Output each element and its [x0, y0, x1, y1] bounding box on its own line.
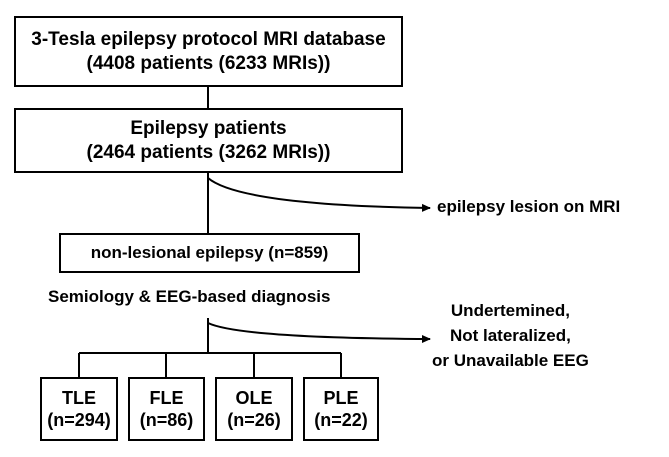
group-box-tle: TLE (n=294)	[40, 377, 118, 441]
group-box-ple: PLE (n=22)	[303, 377, 379, 441]
group-ole-count: (n=26)	[227, 410, 281, 430]
group-tle-name: TLE	[62, 387, 96, 408]
arrow-undetermined-exit	[207, 322, 431, 343]
epilepsy-patients-box: Epilepsy patients (2464 patients (3262 M…	[14, 108, 403, 173]
group-ole-name: OLE	[235, 387, 273, 408]
group-ple-count: (n=22)	[314, 410, 368, 430]
group-box-ole: OLE (n=26)	[215, 377, 293, 441]
nonlesional-label: non-lesional epilepsy (n=859)	[90, 243, 329, 263]
group-fle-count: (n=86)	[139, 410, 194, 430]
epilepsy-patients-count: (2464 patients (3262 MRIs))	[86, 141, 331, 163]
nonlesional-box: non-lesional epilepsy (n=859)	[59, 233, 360, 273]
undetermined-line3: or Unavailable EEG	[432, 351, 589, 370]
lesion-exit-label: epilepsy lesion on MRI	[437, 197, 621, 216]
database-box: 3-Tesla epilepsy protocol MRI database (…	[14, 16, 403, 87]
undetermined-exit-label: Undertemined, Not lateralized, or Unavai…	[432, 298, 589, 373]
group-box-fle: FLE (n=86)	[128, 377, 205, 441]
database-title: 3-Tesla epilepsy protocol MRI database	[31, 28, 386, 50]
group-ple-name: PLE	[323, 387, 359, 408]
group-fle-name: FLE	[149, 387, 184, 408]
database-count: (4408 patients (6233 MRIs))	[86, 52, 331, 74]
epilepsy-patients-title: Epilepsy patients	[130, 117, 287, 139]
diagnosis-label: Semiology & EEG-based diagnosis	[48, 287, 331, 306]
undetermined-line2: Not lateralized,	[449, 326, 571, 345]
arrow-lesion-exit	[207, 177, 431, 212]
group-tle-count: (n=294)	[47, 410, 111, 430]
undetermined-line1: Undertemined,	[450, 301, 570, 320]
